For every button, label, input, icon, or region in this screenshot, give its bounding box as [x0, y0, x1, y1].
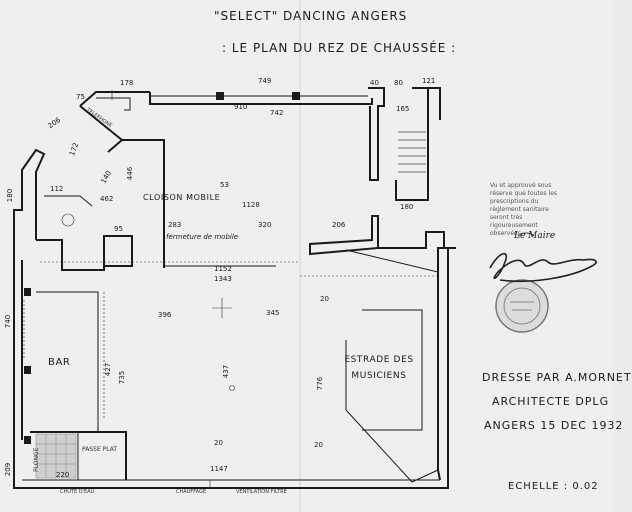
dim: 178: [120, 79, 134, 87]
partition-right: [378, 231, 445, 249]
dim: 427: [104, 362, 113, 377]
right-wall: [437, 247, 449, 481]
vestibule-wall: [122, 139, 165, 268]
dim: 206: [332, 221, 346, 229]
dim: 396: [158, 311, 172, 319]
dim: 40: [370, 79, 379, 87]
dim: 121: [422, 77, 436, 85]
room-label-estrade: ESTRADE DES MUSICIENS: [344, 355, 414, 381]
column: [24, 436, 31, 444]
dim: 220: [56, 471, 70, 479]
plonge-tiles: [35, 433, 77, 479]
dimension-lines: [23, 90, 440, 488]
dim: 95: [114, 225, 123, 233]
dim: 740: [4, 314, 13, 329]
dim: 776: [316, 376, 325, 391]
telephone-inner: [96, 97, 131, 111]
dim: 437: [222, 364, 231, 379]
credit-author: DRESSE PAR A.MORNET: [482, 371, 632, 384]
dim: 53: [220, 181, 229, 189]
room-label-passe-plat: PASSE PLAT: [82, 446, 118, 453]
dim: 1152: [214, 265, 232, 273]
dim: 446: [126, 166, 135, 181]
cloakroom-counter: [44, 195, 93, 207]
dim: 742: [270, 109, 284, 117]
dim: 180: [6, 188, 15, 203]
service-wall: [30, 431, 127, 480]
approval-stamp: [495, 279, 549, 333]
entrance-top: [79, 91, 150, 107]
stair-wall-right: [395, 87, 429, 201]
approval-maire: Le Maire: [514, 231, 556, 241]
scale-label: ECHELLE : 0.02: [508, 481, 599, 492]
room-label-fermeture: fermeture de mobile: [166, 233, 239, 241]
stair-treads: [398, 131, 426, 173]
dim: 75: [76, 93, 85, 101]
columns: [24, 92, 300, 444]
floor-plan-drawing: [13, 0, 597, 512]
room-label-bar: BAR: [48, 357, 71, 368]
dim: 209: [4, 462, 13, 477]
column: [24, 366, 31, 374]
estrade-outline: [345, 249, 439, 483]
column: [292, 92, 300, 100]
approval-text: Vu et approuvé sous réserve que toutes l…: [490, 182, 558, 237]
dim: 112: [50, 185, 64, 193]
cloakroom: [36, 235, 133, 271]
dim: 345: [266, 309, 280, 317]
dim: 1147: [210, 465, 228, 473]
dim: 20: [214, 439, 223, 447]
dim: 283: [168, 221, 182, 229]
dim: 320: [258, 221, 272, 229]
top-wall: [149, 92, 373, 105]
dim: 735: [118, 370, 127, 385]
floor-plan-sheet: "SELECT" DANCING ANGERS : LE PLAN DU REZ…: [4, 0, 631, 512]
dim: 462: [100, 195, 114, 203]
estrade-inner: [362, 309, 423, 431]
dim: 20: [320, 295, 329, 303]
dim: 910: [234, 103, 248, 111]
bottom-wall: [13, 440, 449, 489]
walls: [13, 87, 456, 489]
dim: 749: [258, 77, 272, 85]
dim: 1128: [242, 201, 260, 209]
column: [216, 92, 224, 100]
legend-chute: CHUTE D'EAU: [60, 489, 95, 495]
left-wall: [13, 148, 46, 440]
plan-subtitle: : LE PLAN DU REZ DE CHAUSSÉE :: [222, 41, 457, 55]
plan-title: "SELECT" DANCING ANGERS: [214, 9, 408, 23]
credit-title: ARCHITECTE DPLG: [492, 395, 610, 408]
stair-landing: [428, 87, 441, 120]
credit-date: ANGERS 15 DEC 1932: [484, 419, 624, 432]
dim: 180: [400, 203, 414, 211]
dim: 1343: [214, 275, 232, 283]
legend-ventilation: VENTILATION FILTRE: [236, 489, 287, 495]
dim: 80: [394, 79, 403, 87]
column: [24, 288, 31, 296]
dim: 165: [396, 105, 410, 113]
maire-signature: [489, 252, 597, 283]
dim: 20: [314, 441, 323, 449]
legend-chauffage: CHAUFFAGE: [176, 489, 206, 495]
signature-flourish: [517, 232, 535, 237]
stair-wall-left: [368, 87, 385, 181]
room-label-plonge: PLONGE: [33, 447, 40, 472]
room-label-cloison: CLOISON MOBILE: [143, 193, 221, 202]
